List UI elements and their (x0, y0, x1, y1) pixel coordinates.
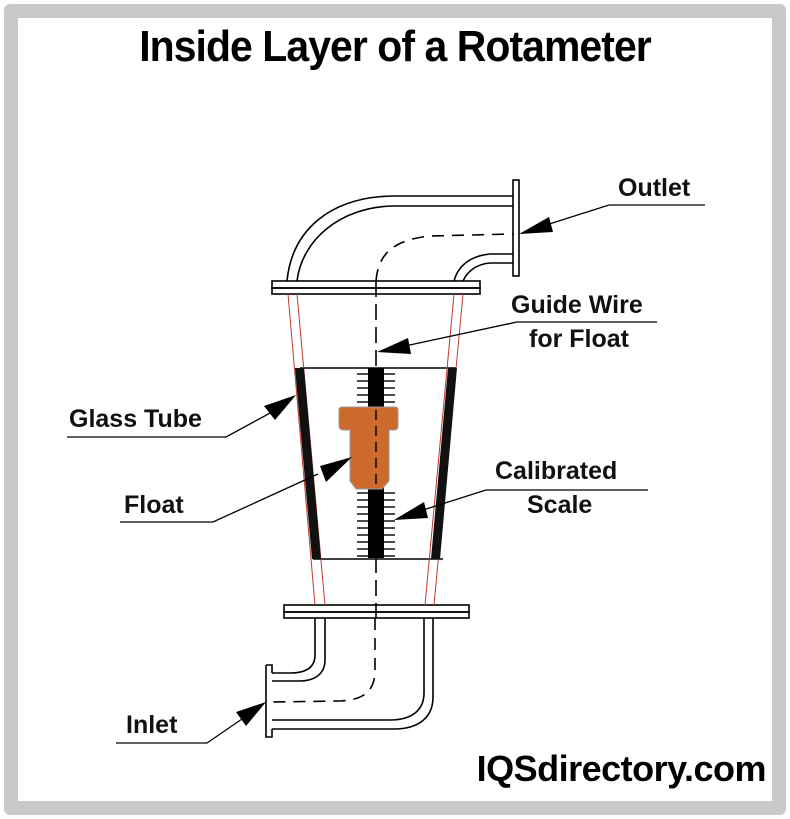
label-float: Float (124, 491, 184, 519)
label-outlet: Outlet (618, 174, 691, 202)
calibrated-scale-leader (419, 489, 648, 512)
inlet-pipe (265, 618, 434, 738)
brand-watermark: IQSdirectory.com (476, 748, 767, 789)
label-glass-tube: Glass Tube (69, 405, 202, 433)
glass-tube-arrow (264, 395, 296, 420)
diagram-title: Inside Layer of a Rotameter (139, 22, 652, 71)
outlet-pipe (286, 179, 520, 282)
label-guide-wire-1: Guide Wire (511, 291, 643, 319)
label-calibrated-2: Scale (527, 491, 593, 519)
label-calibrated-1: Calibrated (495, 457, 618, 485)
label-inlet: Inlet (126, 711, 178, 739)
calibrated-scale-arrow (394, 502, 428, 520)
outlet-arrow (519, 217, 553, 234)
float-leader (120, 473, 319, 523)
guide-wire-leader (404, 321, 657, 347)
glass-tube-leader (67, 411, 273, 438)
inlet-leader (116, 718, 243, 744)
label-guide-wire-2: for Float (529, 325, 629, 353)
guide-wire-arrow (377, 338, 411, 354)
outlet-leader (542, 204, 705, 227)
inlet-center-dash (271, 618, 376, 703)
float-arrow (320, 457, 352, 482)
float (338, 406, 399, 490)
outlet-center-dash (375, 233, 514, 282)
glass-tube-walls (295, 368, 457, 559)
inlet-arrow (236, 702, 266, 726)
